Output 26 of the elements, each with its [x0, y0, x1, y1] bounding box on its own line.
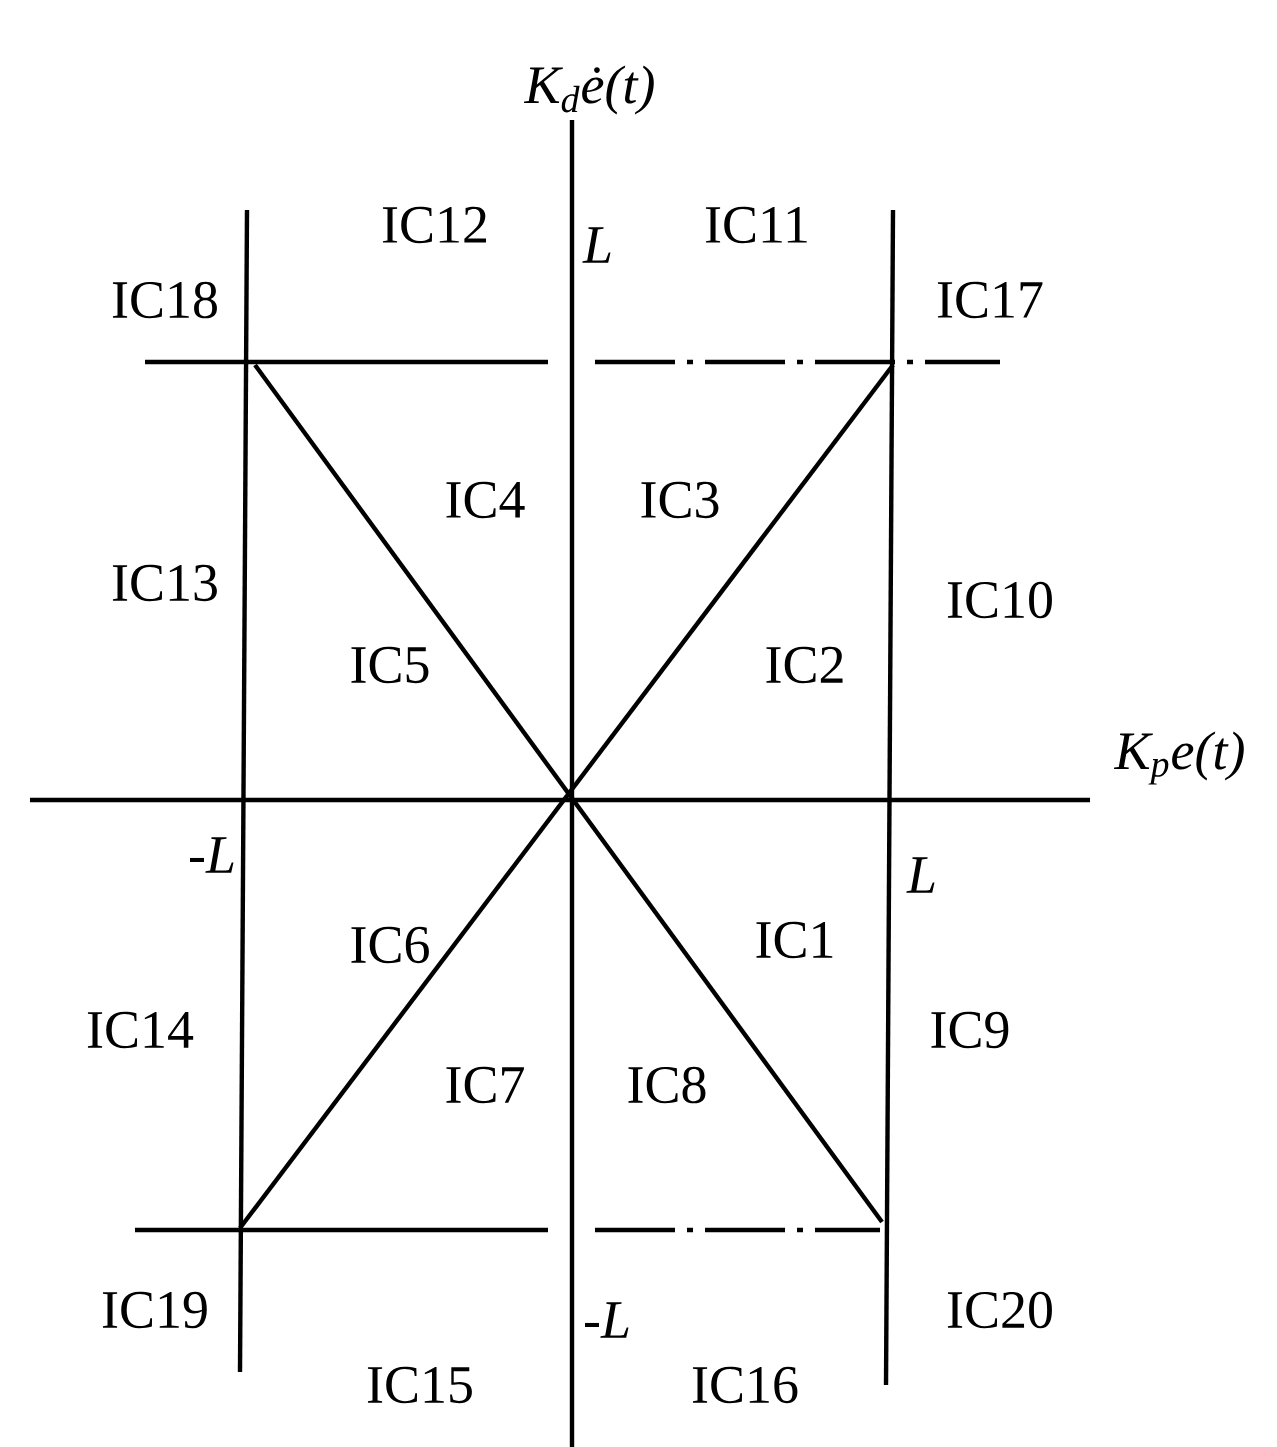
region-label: IC15 — [367, 1366, 472, 1404]
limit-label: -L — [190, 837, 234, 873]
region-label: IC6 — [351, 926, 429, 964]
region-label: IC13 — [112, 564, 217, 602]
region-label: IC3 — [641, 481, 719, 519]
region-label: IC19 — [102, 1291, 207, 1329]
region-label: IC20 — [947, 1291, 1052, 1329]
limit-label: -L — [585, 1302, 629, 1338]
limit-label: L — [582, 227, 611, 263]
axis-label: K$_{p}$e(t) — [1113, 731, 1244, 785]
region-label: IC5 — [351, 646, 429, 684]
region-label: IC1 — [756, 921, 833, 959]
region-label: IC11 — [705, 206, 807, 244]
region-label: IC12 — [382, 206, 487, 244]
region-label: IC14 — [87, 1011, 194, 1049]
axis-label: K$_{d}$ė(t) — [523, 65, 654, 115]
region-label: IC9 — [931, 1011, 1009, 1049]
region-label: IC16 — [692, 1366, 798, 1404]
region-label: IC2 — [766, 646, 843, 684]
region-label: IC18 — [112, 281, 217, 319]
region-label: IC10 — [947, 581, 1052, 619]
region-label: IC8 — [628, 1066, 706, 1104]
region-label: IC4 — [446, 481, 525, 519]
region-label: IC7 — [446, 1066, 524, 1104]
limit-label: L — [906, 857, 935, 893]
region-label: IC17 — [937, 281, 1043, 319]
